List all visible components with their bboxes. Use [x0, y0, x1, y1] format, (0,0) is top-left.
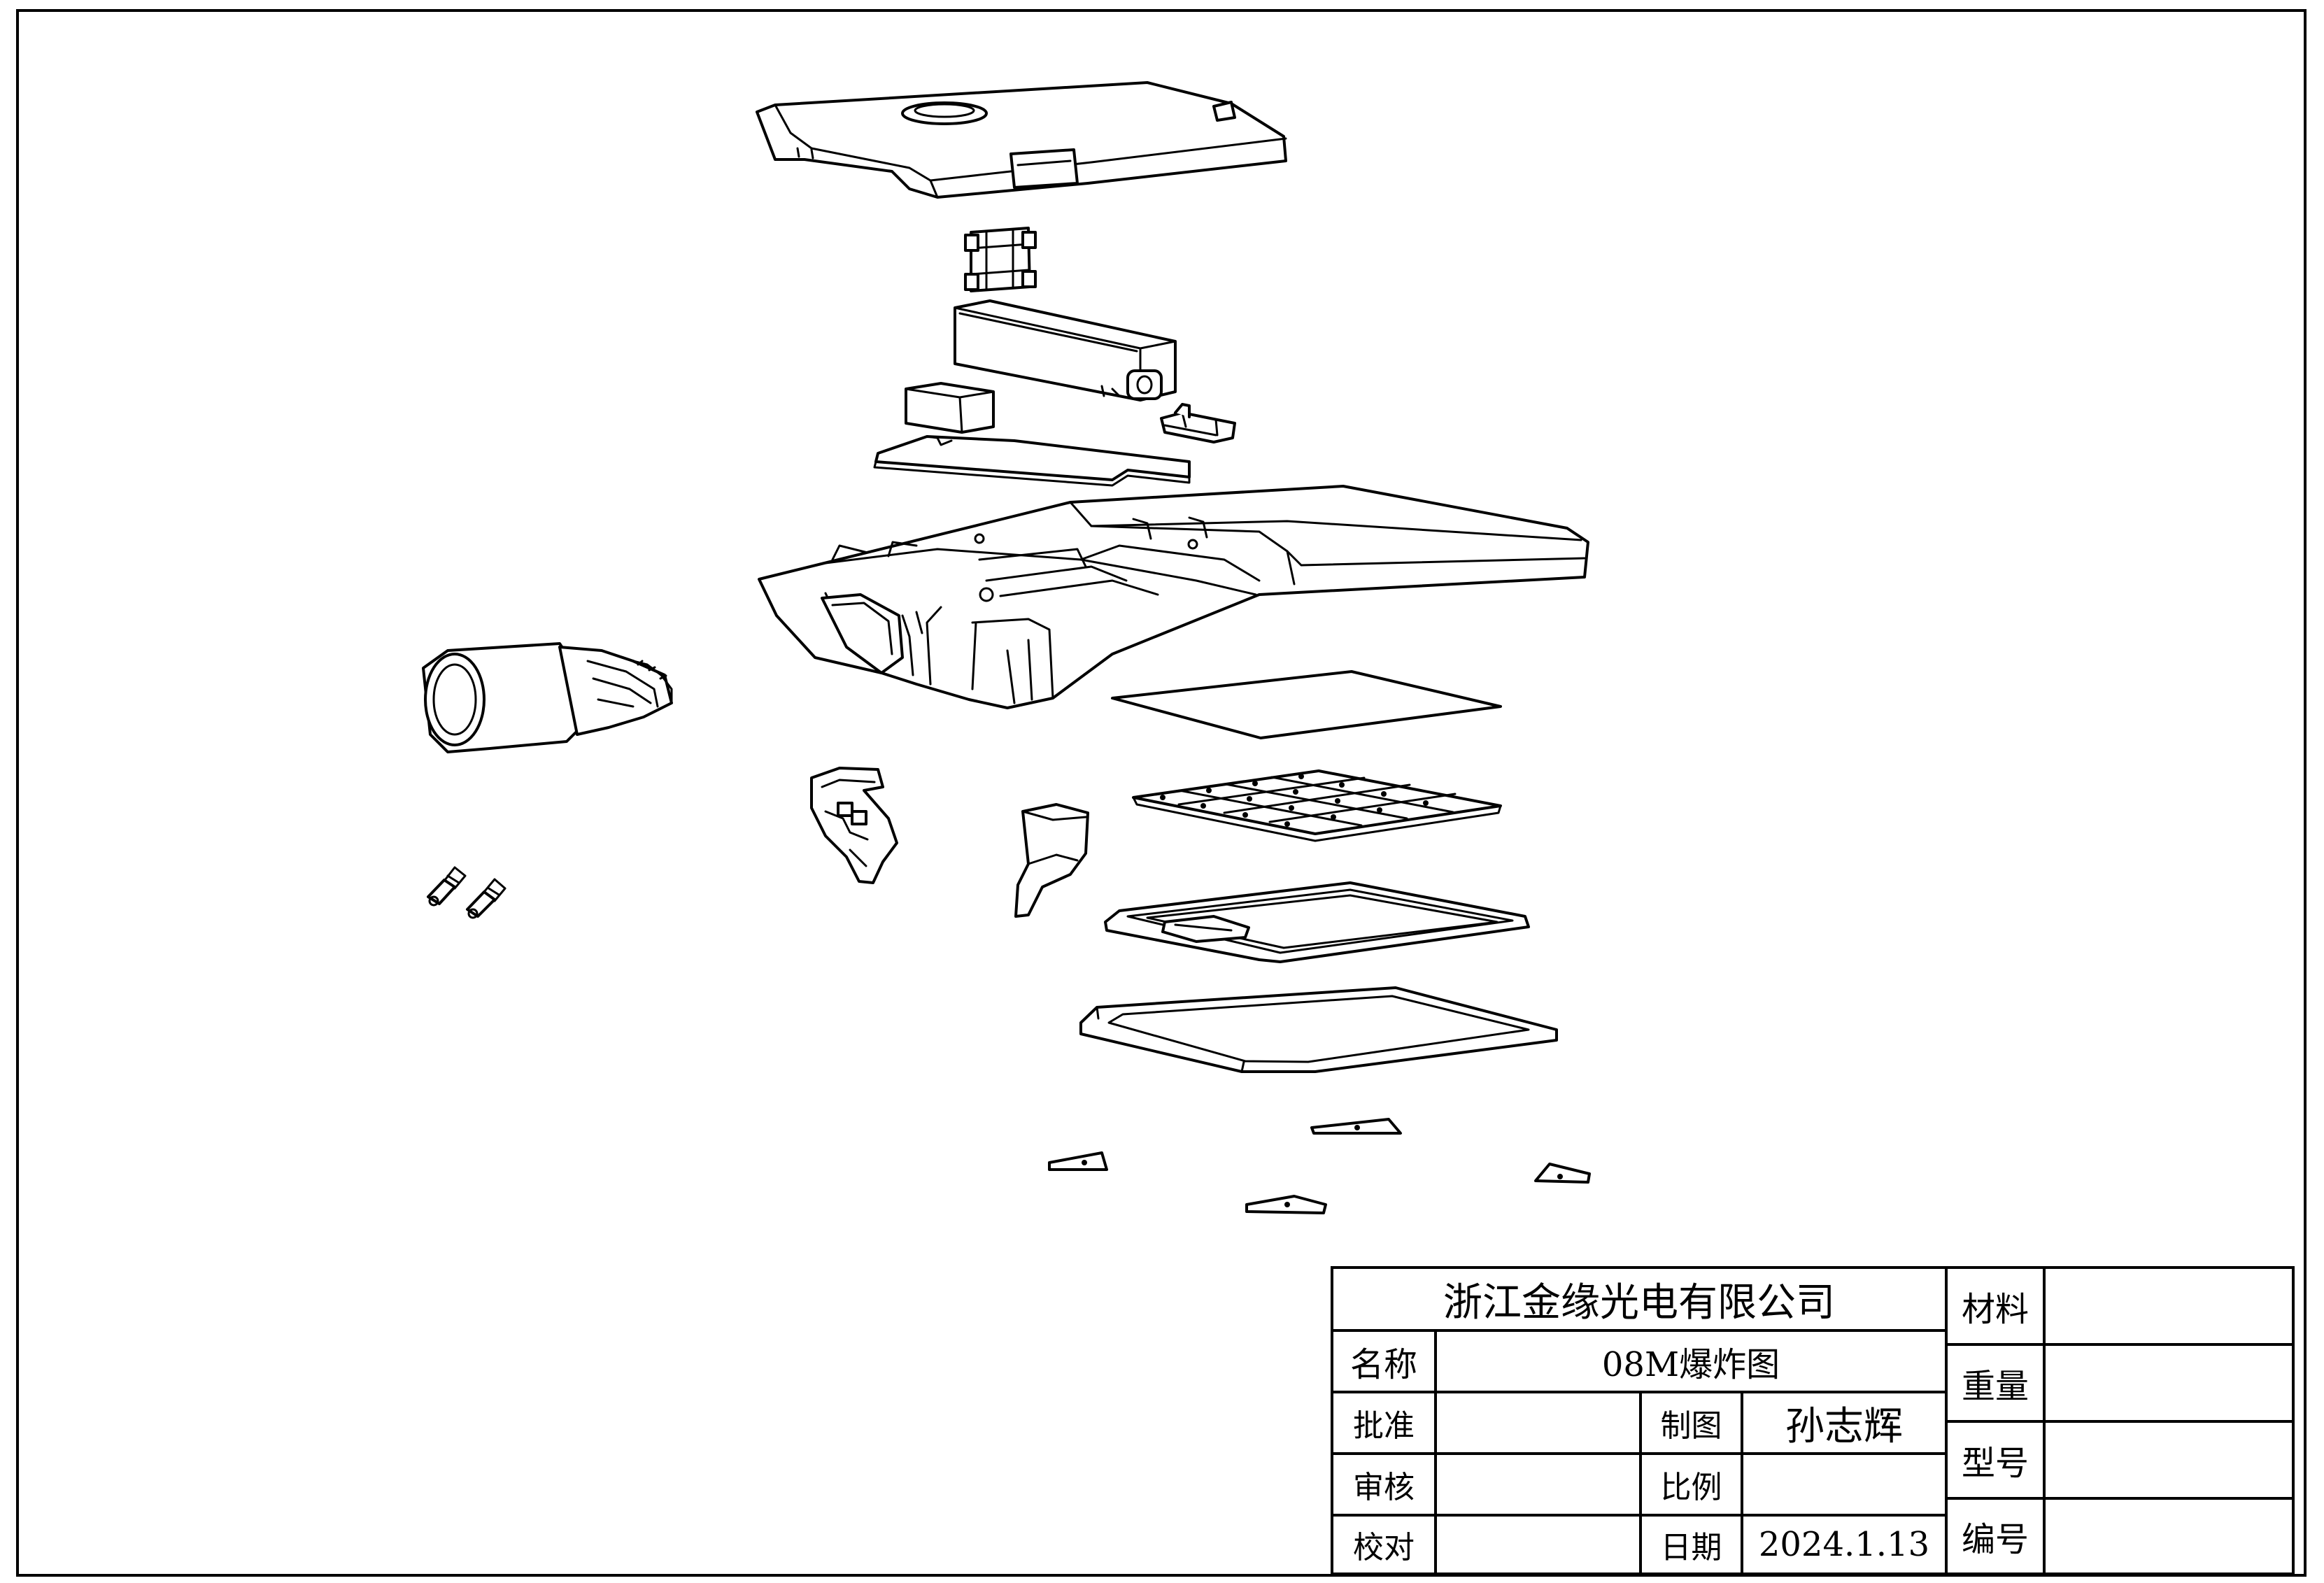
review-value	[1436, 1454, 1641, 1515]
module-box-part	[905, 382, 995, 434]
proof-value	[1436, 1515, 1641, 1574]
company-name: 浙江金缘光电有限公司	[1443, 1279, 1835, 1326]
date-label: 日期	[1660, 1530, 1722, 1566]
number-label: 编号	[1961, 1520, 2029, 1559]
side-shield-part	[1014, 803, 1089, 918]
lens-frame-part	[1104, 881, 1530, 963]
review-label: 审核	[1353, 1470, 1415, 1505]
scale-label: 比例	[1660, 1470, 1722, 1505]
title-block-grid	[1331, 1266, 2295, 1575]
material-label: 材料	[1961, 1290, 2029, 1329]
number-value	[2044, 1498, 2293, 1574]
approve-value	[1436, 1392, 1641, 1454]
drawn-value: 孙志辉	[1785, 1403, 1903, 1449]
gasket-part	[1079, 986, 1558, 1073]
mounting-bracket-part	[1160, 403, 1236, 443]
driver-box-part	[954, 299, 1177, 402]
weight-label: 重量	[1961, 1367, 2029, 1406]
approve-label: 批准	[1353, 1408, 1415, 1444]
weight-value	[2044, 1344, 2293, 1421]
name-label: 名称	[1349, 1345, 1417, 1384]
drawn-label: 制图	[1660, 1408, 1722, 1444]
name-value: 08M爆炸图	[1601, 1345, 1780, 1384]
wedge-spacers-part	[1048, 1118, 1591, 1214]
title-block: 浙江金缘光电有限公司 名称 08M爆炸图 批准 制图 孙志辉 审核 比例 校对 …	[1331, 1266, 2295, 1575]
main-housing-part	[758, 485, 1589, 709]
model-label: 型号	[1961, 1444, 2029, 1483]
screws-part	[427, 866, 506, 919]
model-value	[2044, 1421, 2293, 1498]
diffuser-sheet-part	[1111, 670, 1502, 739]
thermal-plate-part	[873, 435, 1191, 487]
end-cap-part	[810, 767, 898, 884]
proof-label: 校对	[1353, 1530, 1415, 1566]
date-value: 2024.1.13	[1758, 1525, 1930, 1564]
material-value	[2044, 1268, 2293, 1344]
terminal-block-part	[964, 227, 1037, 292]
drawing-border	[16, 9, 2307, 1577]
scale-value	[1742, 1454, 1946, 1515]
pole-adapter-part	[422, 642, 673, 753]
led-board-part	[1132, 769, 1502, 842]
top-cover-part	[756, 81, 1287, 199]
